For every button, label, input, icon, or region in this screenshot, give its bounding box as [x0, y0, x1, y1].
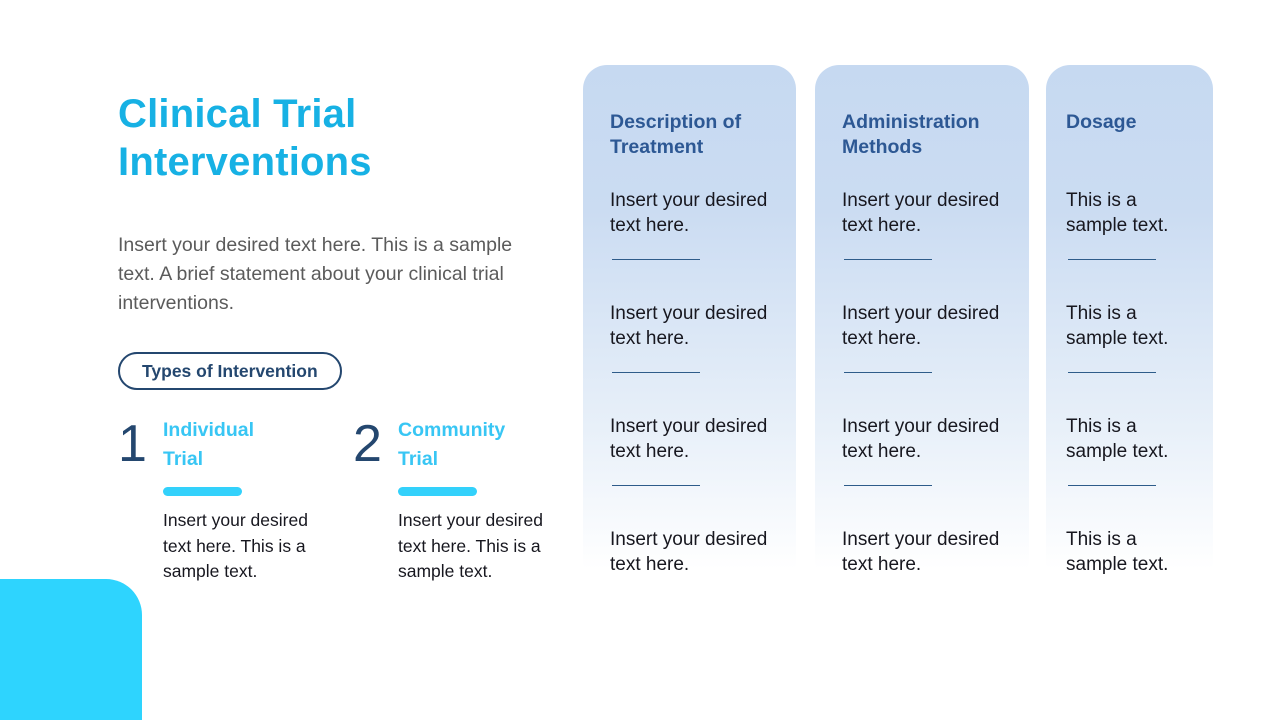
separator-line: [612, 372, 700, 373]
column-item: Insert your desired text here.: [842, 303, 1000, 349]
column-item: Insert your desired text here.: [842, 529, 1000, 575]
intervention-title: Community Trial: [398, 419, 506, 470]
badge-label: Types of Intervention: [142, 360, 318, 381]
column-item: This is a sample text.: [1066, 303, 1169, 349]
intervention-content: Community Trial Insert your desired text…: [398, 416, 558, 585]
column-dosage: Dosage This is a sample text. This is a …: [1046, 65, 1213, 585]
accent-bar: [398, 487, 477, 496]
intervention-text: Insert your desired text here. This is a…: [398, 510, 543, 581]
separator-line: [844, 485, 932, 486]
column-item: This is a sample text.: [1066, 529, 1169, 575]
column-administration-methods: Administration Methods Insert your desir…: [815, 65, 1029, 585]
column-item: Insert your desired text here.: [610, 416, 768, 462]
types-of-intervention-badge: Types of Intervention: [118, 352, 342, 390]
column-item: This is a sample text.: [1066, 416, 1169, 462]
intervention-number: 2: [353, 415, 382, 473]
intervention-item-individual: 1 Individual Trial Insert your desired t…: [118, 416, 323, 585]
intervention-content: Individual Trial Insert your desired tex…: [163, 416, 323, 585]
column-header: Dosage: [1066, 111, 1137, 133]
separator-line: [1068, 372, 1156, 373]
separator-line: [612, 259, 700, 260]
column-description-of-treatment: Description of Treatment Insert your des…: [583, 65, 796, 585]
column-header: Administration Methods: [842, 111, 980, 158]
slide-subtitle-text: Insert your desired text here. This is a…: [118, 234, 513, 314]
separator-line: [844, 259, 932, 260]
page-title: Clinical Trial Interventions: [118, 92, 372, 184]
separator-line: [1068, 259, 1156, 260]
column-item: Insert your desired text here.: [610, 529, 768, 575]
intervention-text: Insert your desired text here. This is a…: [163, 510, 308, 581]
bottom-left-accent-shape: [0, 579, 142, 720]
separator-line: [612, 485, 700, 486]
column-item: Insert your desired text here.: [610, 303, 768, 349]
intervention-title: Individual Trial: [163, 419, 255, 470]
column-item: This is a sample text.: [1066, 190, 1169, 236]
intervention-item-community: 2 Community Trial Insert your desired te…: [353, 416, 558, 585]
column-header: Description of Treatment: [610, 111, 742, 158]
separator-line: [1068, 485, 1156, 486]
column-item: Insert your desired text here.: [842, 190, 1000, 236]
intervention-number: 1: [118, 415, 147, 473]
column-item: Insert your desired text here.: [610, 190, 768, 236]
separator-line: [844, 372, 932, 373]
accent-bar: [163, 487, 242, 496]
column-item: Insert your desired text here.: [842, 416, 1000, 462]
